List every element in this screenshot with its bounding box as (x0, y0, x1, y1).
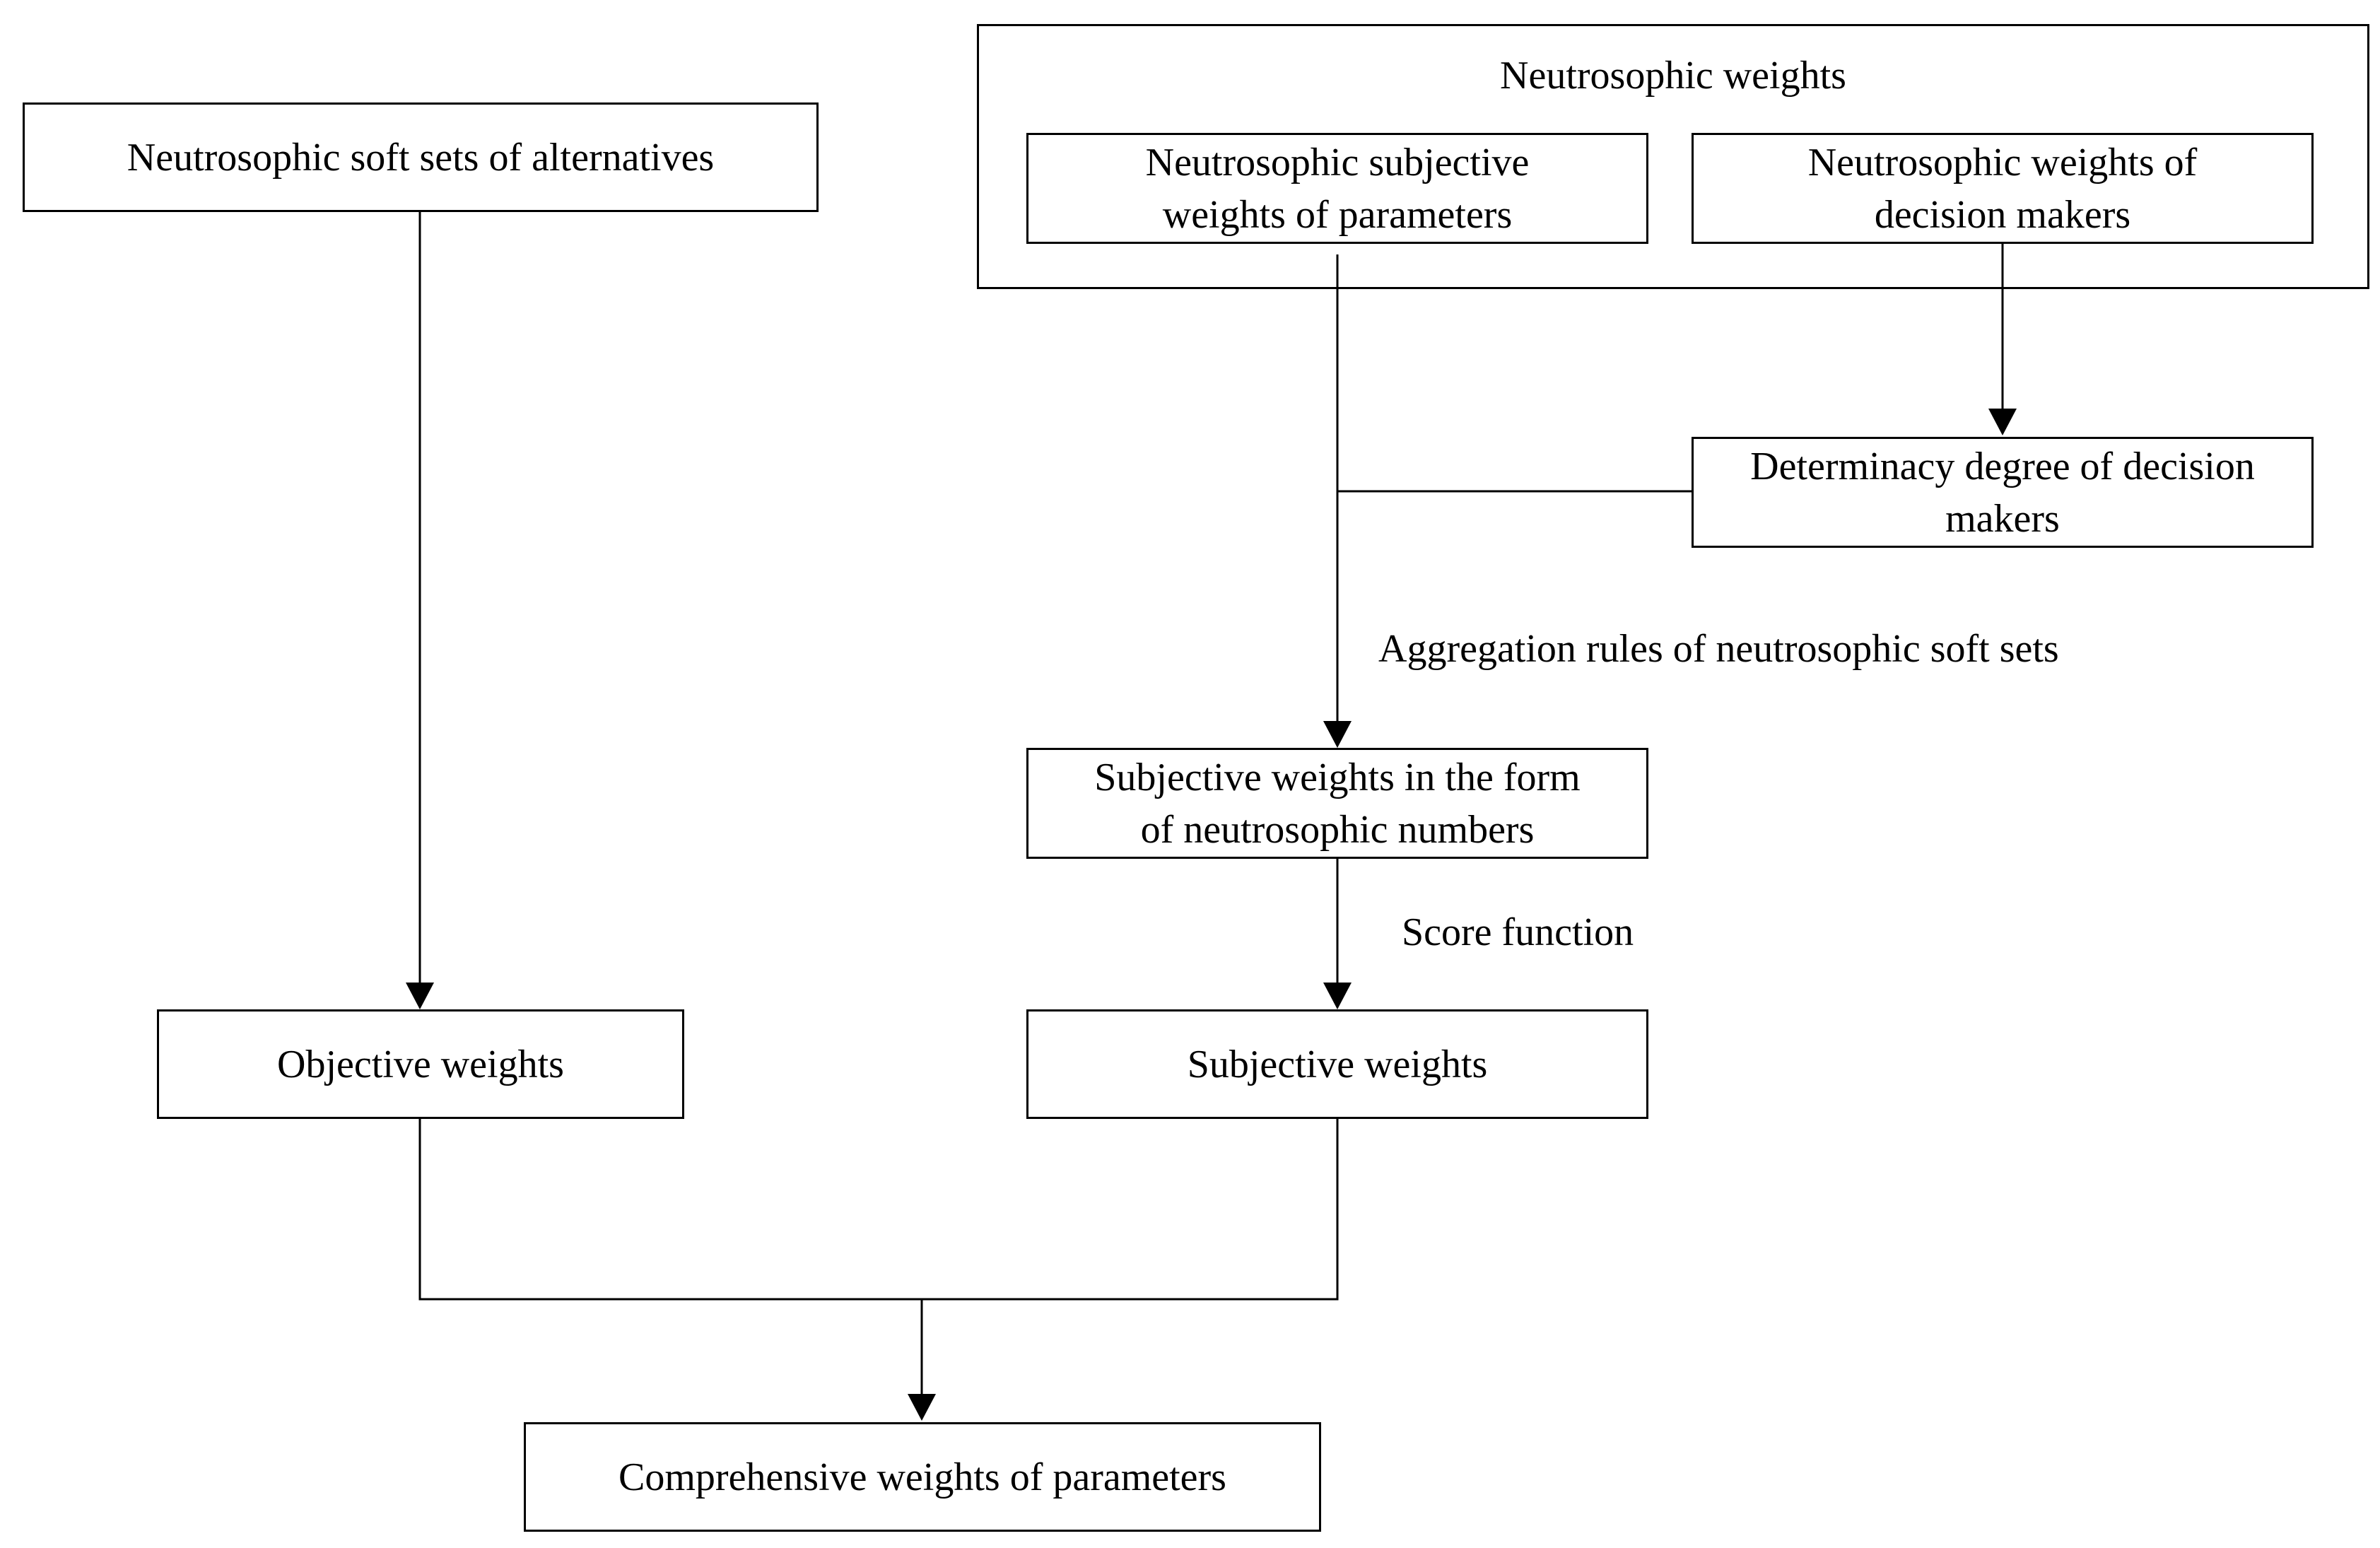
node-determinacy-line-1: Determinacy degree of decision (1750, 444, 2255, 488)
node-determinacy: Determinacy degree of decision makers (1692, 437, 2314, 548)
node-subjective-params-line-1: Neutrosophic subjective (1145, 140, 1530, 184)
node-determinacy-label: Determinacy degree of decision makers (1750, 440, 2255, 545)
node-subjective: Subjective weights (1026, 1009, 1648, 1119)
node-subjective-label: Subjective weights (1187, 1042, 1488, 1086)
node-dm-weights-label: Neutrosophic weights of decision makers (1808, 136, 2198, 241)
node-subjective-neutro: Subjective weights in the form of neutro… (1026, 748, 1648, 859)
node-soft-sets-label: Neutrosophic soft sets of alternatives (127, 135, 715, 180)
node-subjective-params: Neutrosophic subjective weights of param… (1026, 133, 1648, 244)
node-objective-label: Objective weights (277, 1042, 564, 1086)
node-objective: Objective weights (157, 1009, 684, 1119)
node-subjective-neutro-line-1: Subjective weights in the form (1094, 755, 1581, 799)
edge-label-score: Score function (1402, 910, 1634, 954)
node-subjective-params-label: Neutrosophic subjective weights of param… (1146, 136, 1530, 241)
node-dm-weights-line-2: decision makers (1874, 192, 2131, 237)
node-soft-sets: Neutrosophic soft sets of alternatives (23, 102, 819, 212)
node-determinacy-line-2: makers (1945, 496, 2060, 541)
group-title: Neutrosophic weights (1500, 54, 1846, 98)
arrow-to-objective (406, 983, 434, 1009)
node-subjective-params-line-2: weights of parameters (1162, 192, 1513, 237)
node-dm-weights: Neutrosophic weights of decision makers (1692, 133, 2314, 244)
arrow-to-determinacy (1988, 409, 2017, 435)
neutrosophic-weights-group (977, 24, 2369, 289)
node-comprehensive: Comprehensive weights of parameters (524, 1422, 1321, 1532)
node-comprehensive-label: Comprehensive weights of parameters (619, 1455, 1226, 1499)
edge-merge (418, 1118, 1339, 1301)
node-subjective-neutro-line-2: of neutrosophic numbers (1140, 807, 1535, 852)
node-dm-weights-line-1: Neutrosophic weights of (1807, 140, 2198, 184)
arrow-to-subjective-neutro (1323, 721, 1352, 748)
arrow-to-comprehensive (908, 1394, 936, 1421)
arrow-to-subjective (1323, 983, 1352, 1009)
node-subjective-neutro-label: Subjective weights in the form of neutro… (1094, 751, 1580, 856)
edge-label-aggregation: Aggregation rules of neutrosophic soft s… (1378, 627, 2059, 671)
